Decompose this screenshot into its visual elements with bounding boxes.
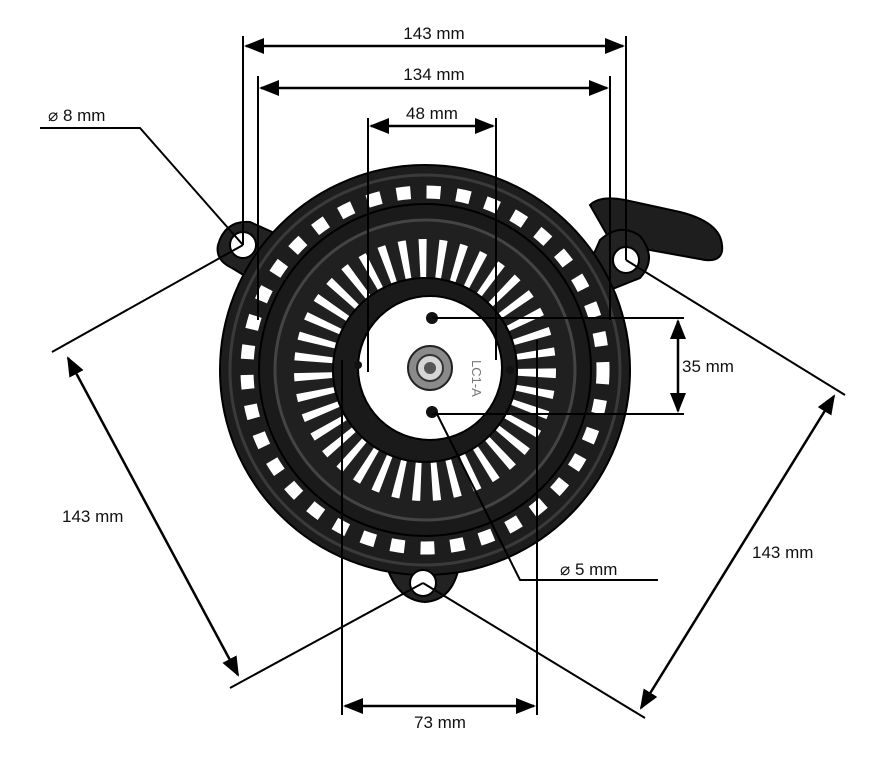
label-hole-diameter-large: ⌀ 8 mm bbox=[48, 106, 105, 125]
dimension-labels: 143 mm 134 mm 48 mm ⌀ 8 mm 35 mm 143 mm … bbox=[48, 24, 813, 732]
dimension-lines bbox=[40, 36, 846, 719]
label-bottom-width: 73 mm bbox=[414, 713, 466, 732]
molded-part-code: LC1-A bbox=[469, 360, 484, 397]
label-hub-width: 48 mm bbox=[406, 104, 458, 123]
label-side-left: 143 mm bbox=[62, 507, 123, 526]
label-width-outer: 143 mm bbox=[403, 24, 464, 43]
label-width-inner: 134 mm bbox=[403, 65, 464, 84]
label-side-right: 143 mm bbox=[752, 543, 813, 562]
vent-ring bbox=[240, 185, 610, 555]
label-hole-diameter-small: ⌀ 5 mm bbox=[560, 560, 617, 579]
starter-body: LC1-A bbox=[216, 164, 724, 604]
label-hole-spacing: 35 mm bbox=[682, 357, 734, 376]
